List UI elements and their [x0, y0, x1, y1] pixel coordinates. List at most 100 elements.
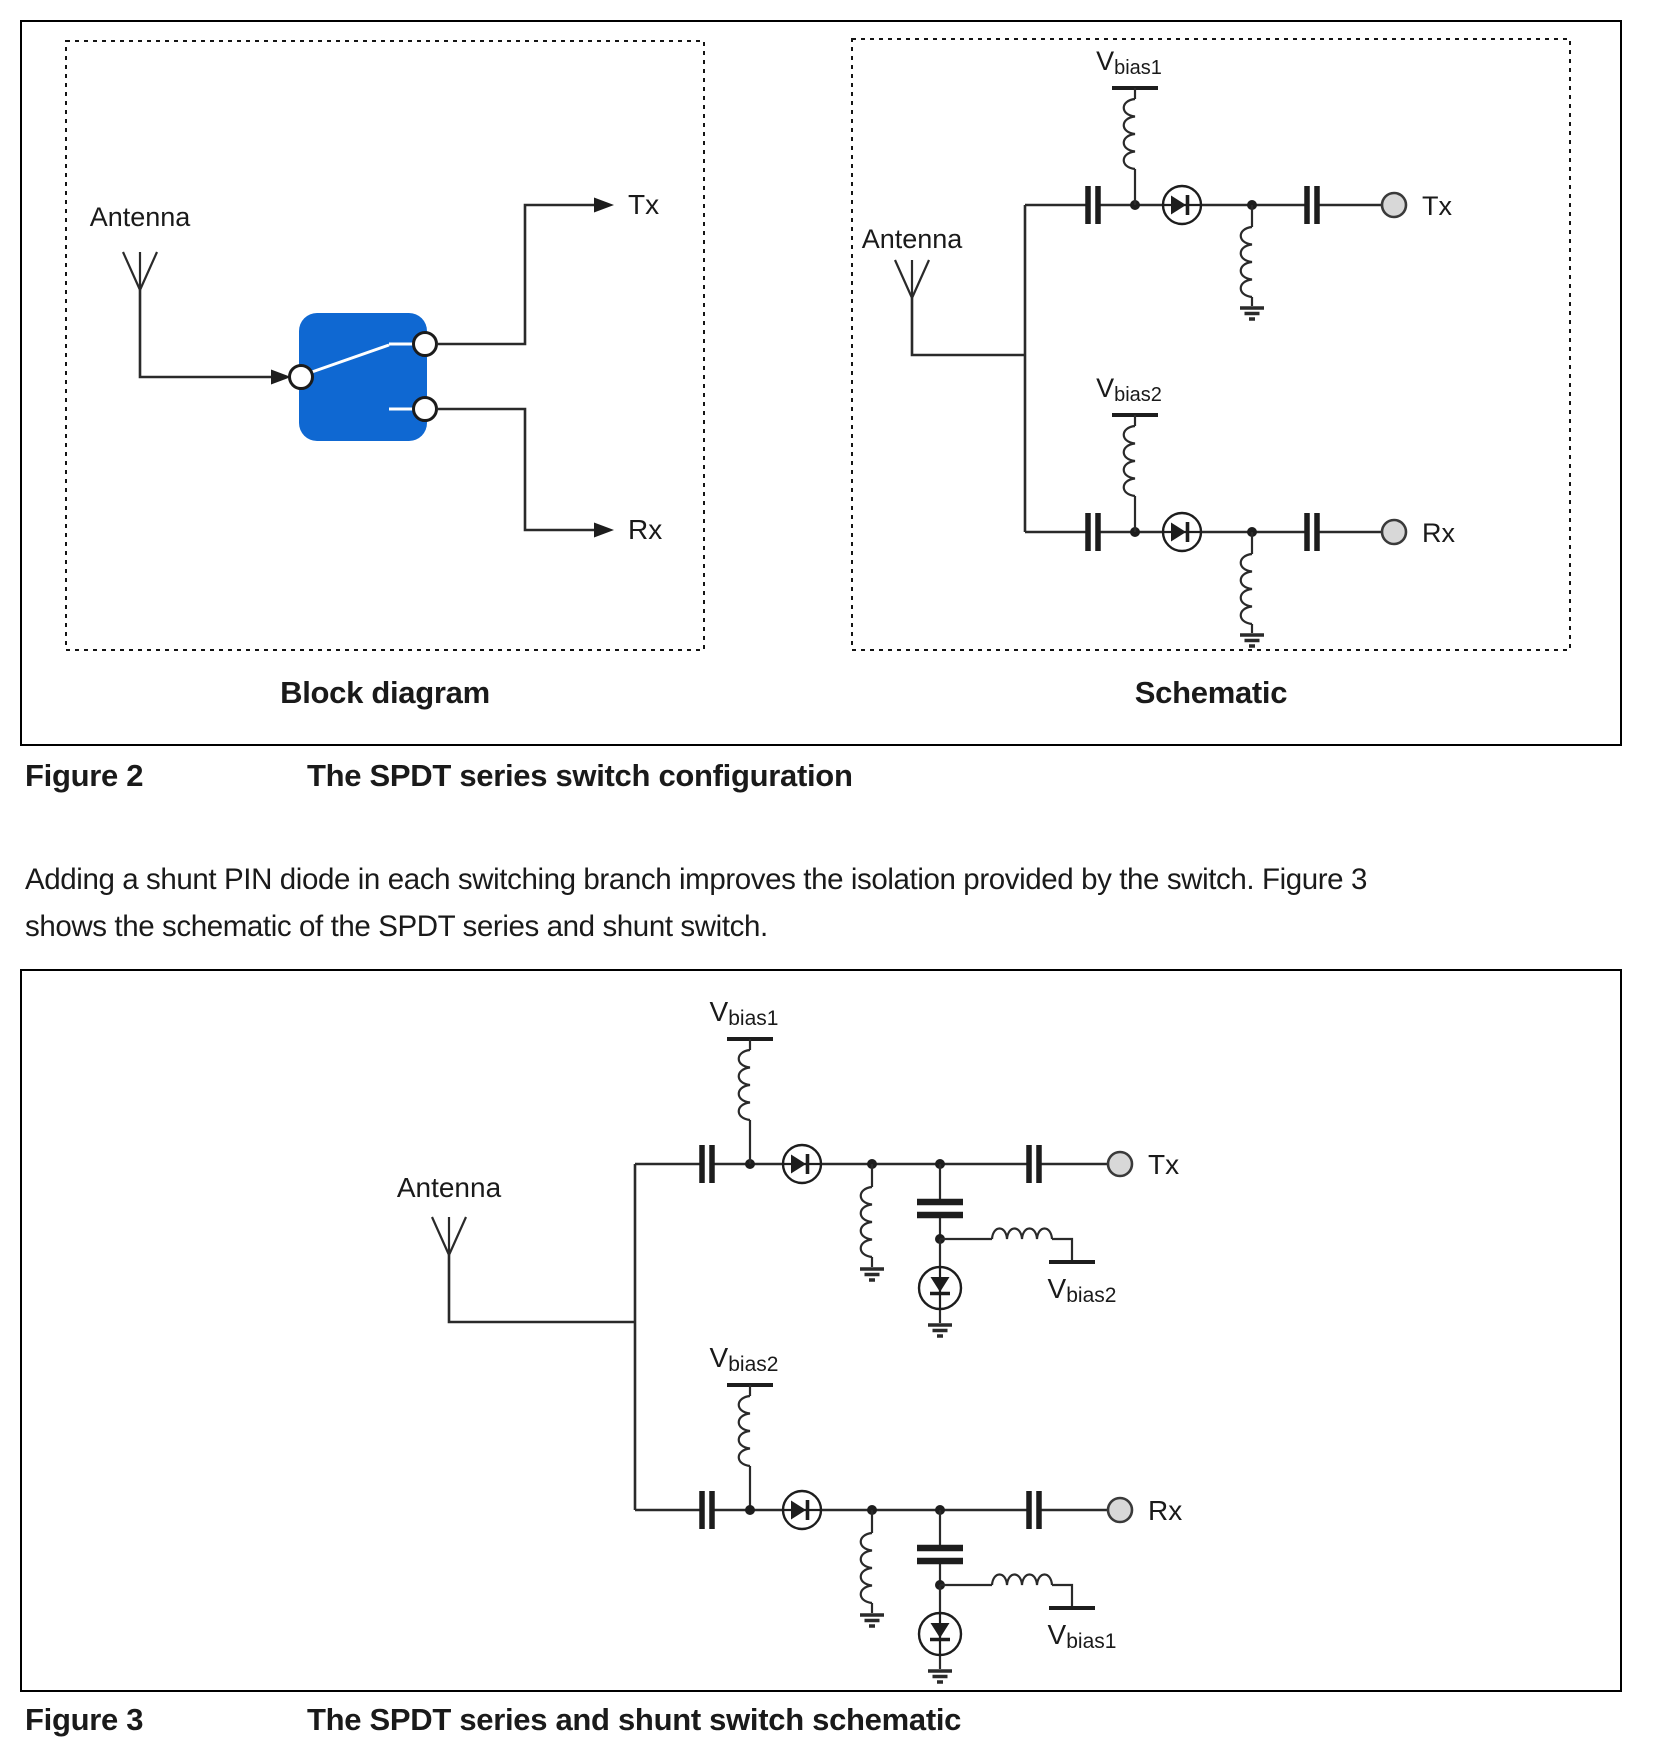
tx-dc-block-capacitor [1086, 184, 1100, 226]
tx-shunt-bias-label: Vbias2 [1048, 1273, 1117, 1307]
rx-shunt-bias-inductor [990, 1573, 1054, 1587]
tx-output-capacitor [1027, 1143, 1041, 1185]
antenna-icon [893, 258, 931, 300]
tx-shunt-capacitor [915, 1200, 965, 1216]
tx-series-bias-v: V [710, 996, 729, 1027]
vbias1-sub: bias1 [1114, 57, 1162, 79]
tx-shunt-inductor-ground [858, 1267, 886, 1282]
tx-series-bias-sub: bias1 [728, 1007, 778, 1030]
spdt-switch-block [299, 313, 427, 441]
rx-shunt-inductor-ground [858, 1613, 886, 1628]
rx-shunt-bias-wire [940, 1583, 1074, 1606]
body-paragraph: Adding a shunt PIN diode in each switchi… [25, 856, 1367, 950]
switch-arm [308, 342, 414, 411]
figure3-image-frame: Antenna Tx Vbias1 [20, 969, 1622, 1692]
antenna-wire [138, 290, 272, 379]
tx-series-bias-choke [737, 1048, 752, 1122]
rx-shunt-ground [1238, 633, 1266, 648]
switch-tx-pole [412, 331, 438, 357]
tx-series-pin-diode [1161, 184, 1203, 226]
tx-shunt-pin-diode [917, 1265, 963, 1311]
rx-shunt-inductor [1239, 552, 1254, 626]
rx-branch: Vbias2 Rx [635, 1342, 1182, 1684]
antenna-label: Antenna [862, 224, 964, 254]
tx-output-capacitor [1305, 184, 1319, 226]
tx-shunt-inductor [1239, 225, 1254, 299]
rx-output-capacitor [1027, 1489, 1041, 1531]
figure3-caption: Figure 3 The SPDT series and shunt switc… [25, 1702, 961, 1738]
switch-rx-pole [412, 396, 438, 422]
tx-branch: Tx Vbias1 Vbias2 [635, 996, 1179, 1338]
tx-shunt-diode-ground [926, 1323, 954, 1338]
rx-shunt-bias-v: V [1048, 1619, 1067, 1650]
figure2-caption: Figure 2 The SPDT series switch configur… [25, 758, 853, 794]
switch-common-pole [288, 364, 314, 390]
series-shunt-switch-schematic: Antenna Tx Vbias1 [397, 996, 1182, 1684]
tx-shunt-bias-inductor [990, 1227, 1054, 1241]
tx-arrowhead-icon [594, 197, 614, 213]
rx-series-bias-v: V [710, 1342, 729, 1373]
tx-series-pin-diode [781, 1143, 823, 1185]
vbias2-choke-inductor [1122, 424, 1137, 498]
rx-label: Rx [1148, 1495, 1182, 1526]
tx-wire [436, 203, 596, 346]
vbias1-label: Vbias1 [1096, 46, 1162, 79]
figure3-caption-label: Figure 3 [25, 1702, 144, 1737]
paragraph-line-1: Adding a shunt PIN diode in each switchi… [25, 863, 1367, 896]
figure3-caption-text: The SPDT series and shunt switch schemat… [307, 1702, 962, 1737]
paragraph-line-2: shows the schematic of the SPDT series a… [25, 910, 768, 943]
rx-series-pin-diode [781, 1489, 823, 1531]
tx-series-bias-label: Vbias1 [710, 996, 779, 1030]
figure2-caption-label: Figure 2 [25, 758, 144, 793]
rx-shunt-diode-ground [926, 1669, 954, 1684]
tx-terminal [1380, 191, 1408, 219]
rx-series-pin-diode [1161, 511, 1203, 553]
rx-label: Rx [1422, 518, 1455, 548]
figure2-image-frame: Antenna Tx Rx Block diagram Antenn [20, 20, 1622, 746]
rx-output-capacitor [1305, 511, 1319, 553]
rx-series-bias-choke [737, 1394, 752, 1468]
tx-dc-block-capacitor [700, 1143, 714, 1185]
rx-shunt-capacitor [915, 1546, 965, 1562]
antenna-wire [447, 1255, 635, 1324]
tx-shunt-bias-v: V [1048, 1273, 1067, 1304]
antenna-label: Antenna [90, 202, 192, 232]
antenna-icon [121, 250, 159, 292]
block-diagram-title: Block diagram [280, 675, 490, 710]
vbias1-choke-inductor [1122, 97, 1137, 171]
rx-terminal [1380, 518, 1408, 546]
rx-series-bias-label: Vbias2 [710, 1342, 779, 1376]
rx-terminal [1106, 1496, 1134, 1524]
tx-shunt-bias-wire [940, 1237, 1074, 1260]
tx-label: Tx [628, 189, 659, 220]
vbias2-label: Vbias2 [1096, 373, 1162, 406]
block-diagram-panel [65, 40, 705, 651]
figure2-caption-text: The SPDT series switch configuration [307, 758, 853, 793]
antenna-label: Antenna [397, 1172, 502, 1203]
tx-shunt-bias-sub: bias2 [1066, 1284, 1116, 1307]
tx-shunt-inductor [859, 1185, 874, 1259]
tx-label: Tx [1422, 191, 1452, 221]
tx-terminal [1106, 1150, 1134, 1178]
antenna-icon [430, 1215, 468, 1257]
figure3-drawing: Antenna Tx Vbias1 [397, 996, 1182, 1684]
tx-label: Tx [1148, 1149, 1179, 1180]
rx-series-bias-sub: bias2 [728, 1353, 778, 1376]
rx-arrowhead-icon [594, 522, 614, 538]
rx-bias-junction [745, 1505, 755, 1515]
antenna-wire [910, 298, 1025, 357]
block-diagram: Antenna Tx Rx Block diagram [90, 189, 663, 710]
rx-shunt-bias-sub: bias1 [1066, 1630, 1116, 1653]
tx-shunt-ground [1238, 306, 1266, 321]
rx-dc-block-capacitor [1086, 511, 1100, 553]
vbias2-sub: bias2 [1114, 384, 1162, 406]
vbias2-v: V [1096, 373, 1114, 403]
rx-wire [436, 407, 596, 532]
rx-shunt-pin-diode [917, 1611, 963, 1657]
series-switch-schematic: Antenna Tx Vbias1 [862, 46, 1456, 710]
vbias1-v: V [1096, 46, 1114, 76]
rx-shunt-inductor [859, 1531, 874, 1605]
schematic-panel [851, 38, 1571, 651]
rx-dc-block-capacitor [700, 1489, 714, 1531]
